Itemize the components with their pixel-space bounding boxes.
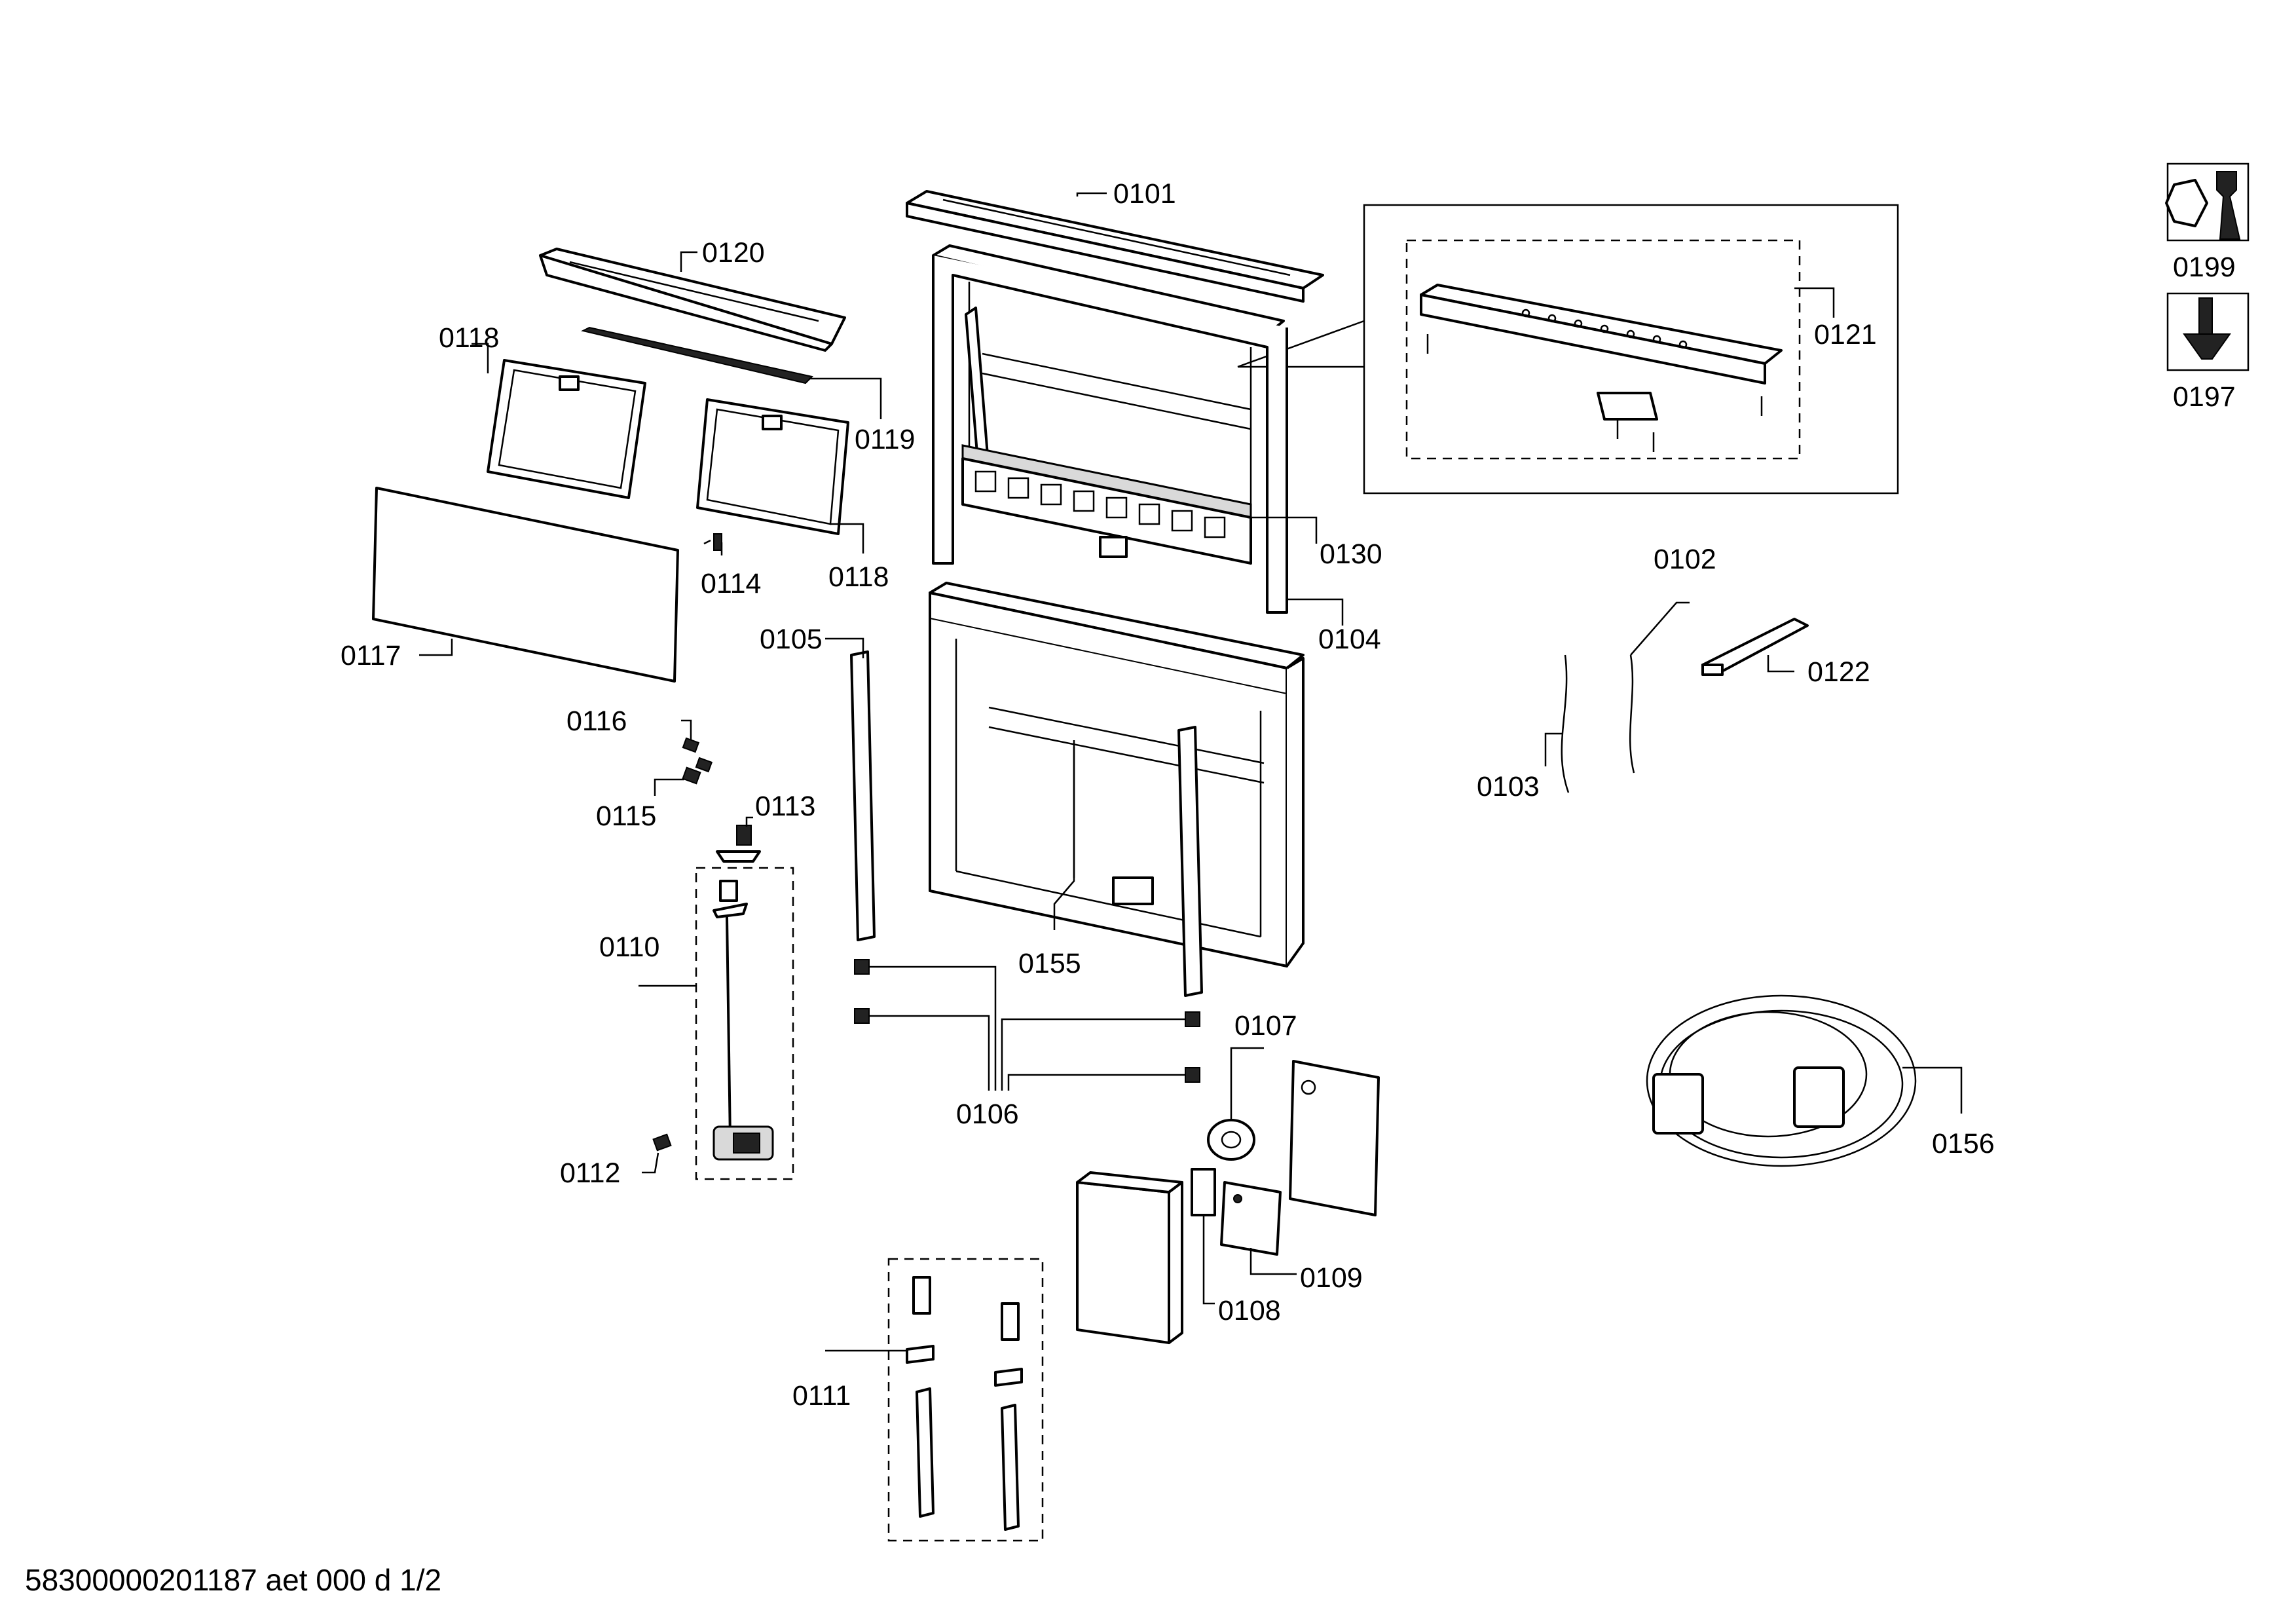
part-labels: 0101 0120 0118 0119 0114 0118 0117 0105 … — [341, 178, 2236, 1412]
label-0102: 0102 — [1654, 544, 1716, 575]
part-0111-mounting-brackets — [887, 1258, 1044, 1542]
part-0155-lower-housing — [929, 582, 1305, 967]
label-0116: 0116 — [566, 705, 627, 737]
label-0104: 0104 — [1318, 624, 1381, 655]
part-0156-power-cable — [1646, 994, 1917, 1167]
part-0109-circuit-board — [1220, 1181, 1282, 1256]
label-0108: 0108 — [1218, 1295, 1281, 1326]
label-0117: 0117 — [341, 640, 401, 671]
label-0130: 0130 — [1320, 538, 1382, 570]
label-0103: 0103 — [1477, 771, 1540, 802]
part-0113-bushing — [716, 825, 761, 863]
part-0118-grease-filter-right — [696, 398, 849, 535]
nut-and-wrench-icon — [2165, 162, 2250, 242]
label-0155: 0155 — [1018, 948, 1081, 979]
part-0105-seal-strip-left — [850, 650, 876, 941]
label-0110: 0110 — [599, 931, 659, 963]
label-0197: 0197 — [2173, 381, 2236, 413]
label-0199: 0199 — [2173, 252, 2236, 283]
part-0122-bracket — [1701, 618, 1809, 676]
part-0105-seal-strip-right — [1177, 726, 1203, 997]
screwdriver-icon — [2166, 292, 2250, 371]
label-0122: 0122 — [1807, 656, 1870, 688]
part-0115-clip — [682, 766, 701, 785]
upper-housing-frame — [932, 244, 1288, 614]
leader-lines — [419, 192, 1963, 1352]
label-0121: 0121 — [1814, 319, 1877, 350]
label-0113: 0113 — [755, 791, 815, 822]
label-0118-right: 0118 — [828, 561, 889, 593]
document-id: 58300000201187 aet 000 d 1/2 — [25, 1563, 441, 1597]
part-0112-screw — [652, 1133, 672, 1152]
label-0115: 0115 — [596, 800, 656, 832]
part-0108-control-box — [1076, 1171, 1183, 1344]
label-0107: 0107 — [1234, 1010, 1297, 1042]
label-0105: 0105 — [760, 624, 823, 655]
label-0101: 0101 — [1113, 178, 1176, 210]
part-0116-clip — [682, 737, 713, 773]
part-0121-control-module — [1237, 204, 1899, 495]
label-0112: 0112 — [560, 1157, 620, 1189]
label-0119: 0119 — [855, 424, 915, 455]
part-0106-clips — [854, 959, 1200, 1083]
part-0120-trim — [539, 248, 846, 352]
part-0107-mounting-plate — [1289, 1060, 1380, 1216]
label-0118-left: 0118 — [439, 322, 499, 354]
part-0102-cable — [1629, 654, 1635, 774]
part-0110-drive-assembly — [695, 867, 794, 1180]
part-0108-relay — [1191, 1168, 1216, 1216]
label-0114: 0114 — [701, 568, 761, 599]
label-0156: 0156 — [1932, 1128, 1995, 1159]
part-0114-screw — [703, 533, 722, 551]
label-0109: 0109 — [1300, 1262, 1363, 1294]
part-0117-glass-panel — [372, 487, 679, 683]
part-0103-cable — [1561, 654, 1570, 793]
label-0111: 0111 — [792, 1380, 851, 1412]
part-0107-capacitor — [1207, 1119, 1255, 1161]
part-0101-top-cover — [906, 190, 1324, 303]
label-0120: 0120 — [702, 237, 765, 269]
part-0119-bar — [581, 326, 813, 385]
label-0106: 0106 — [956, 1098, 1019, 1130]
part-0118-grease-filter-left — [487, 359, 646, 499]
